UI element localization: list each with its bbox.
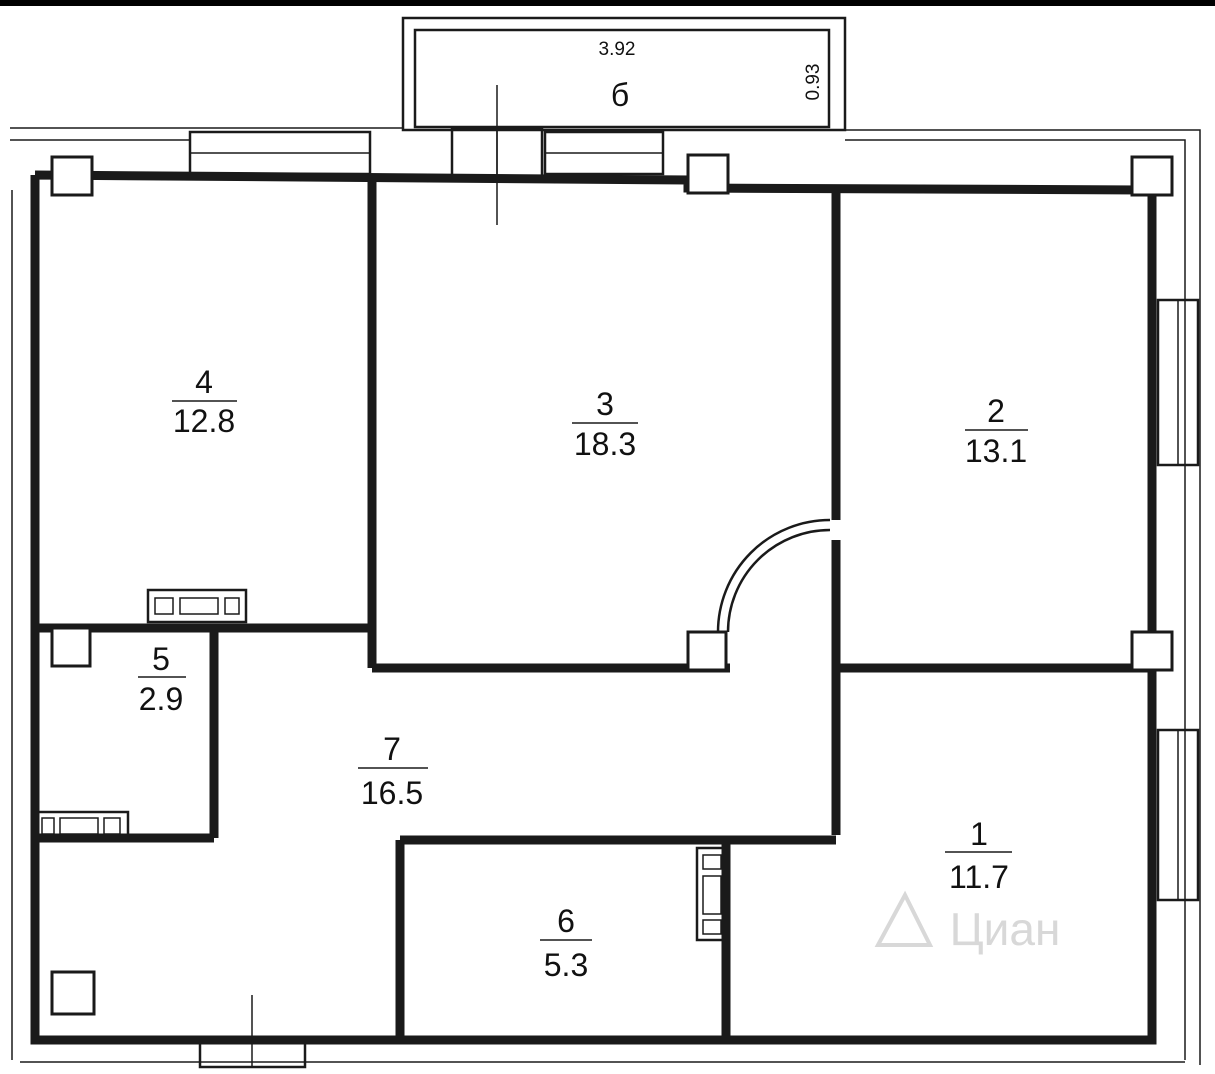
room-label-7: 7 16.5 [358,731,428,811]
columns [50,153,1174,1016]
balcony-depth: 0.93 [803,64,824,101]
room-label-2: 2 13.1 [965,393,1028,469]
interior-walls [35,180,1152,1040]
room-label-5: 5 2.9 [138,641,186,717]
watermark-text: Циан [950,903,1061,955]
windows [188,130,1200,1069]
watermark: Циан [874,890,1061,955]
room-number: 3 [596,386,614,422]
balcony-label: б [611,77,629,113]
top-border [0,0,1215,6]
room-label-6: 6 5.3 [540,903,592,983]
balcony-door [450,126,544,182]
room-area: 11.7 [949,859,1009,895]
room-number: 6 [557,903,575,939]
room-number: 1 [970,816,988,852]
room-number: 5 [152,641,170,677]
room-area: 18.3 [574,426,636,462]
door-swing [716,518,831,633]
room-label-3: 3 18.3 [572,386,638,462]
room-number: 4 [195,364,213,400]
room-area: 5.3 [544,947,588,983]
room-number: 2 [987,393,1005,429]
room-label-1: 1 11.7 [945,816,1012,895]
room-number: 7 [383,731,401,767]
watermark-logo-icon [874,890,934,947]
room-area: 12.8 [173,403,235,439]
room-area: 2.9 [139,681,183,717]
radiators [36,588,729,942]
balcony-width: 3.92 [599,39,636,60]
room-area: 13.1 [965,433,1027,469]
room-label-4: 4 12.8 [172,364,237,439]
room-area: 16.5 [361,775,423,811]
